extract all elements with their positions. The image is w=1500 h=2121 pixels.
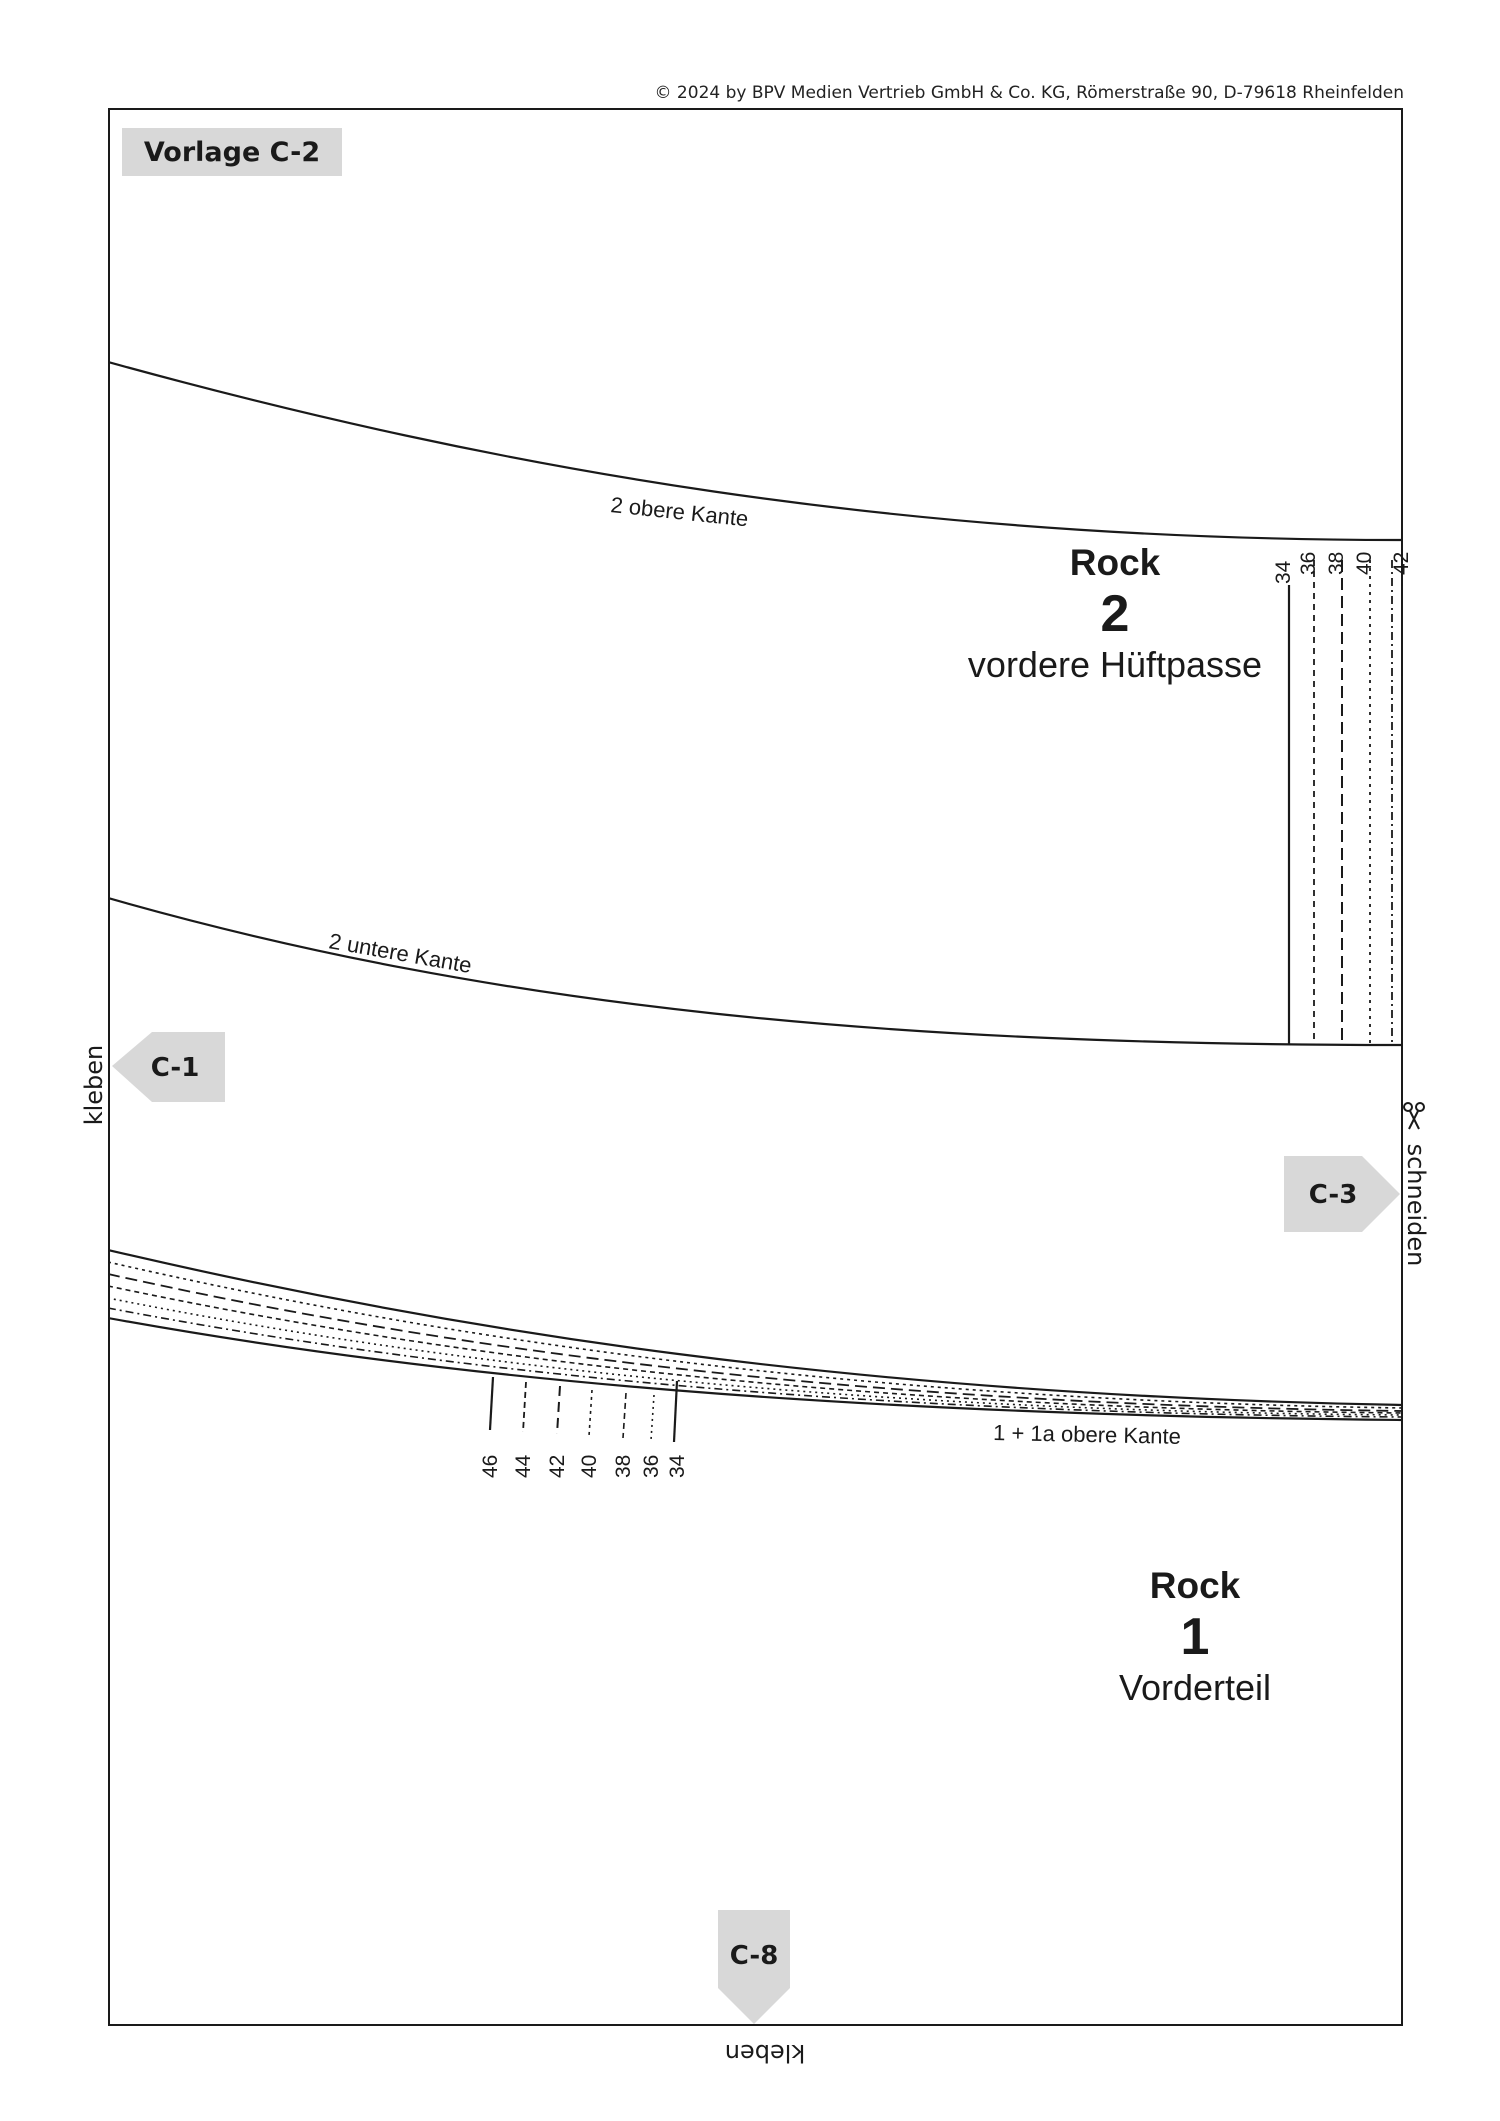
connector-bottom-label: C-8 — [730, 1941, 779, 1971]
size-label: 42 — [546, 1455, 569, 1478]
rock2-size-labels: 34 36 38 40 42 — [1272, 552, 1413, 584]
top-edge-label: 2 obere Kante — [609, 492, 749, 531]
copyright-notice: © 2024 by BPV Medien Vertrieb GmbH & Co.… — [654, 83, 1404, 103]
rock2-bottom-edge — [109, 897, 1402, 1047]
size-label: 36 — [1297, 552, 1320, 575]
cut-right-label: schneiden — [1402, 1144, 1430, 1267]
rock1-title: Rock 1 Vorderteil — [1075, 1565, 1315, 1709]
size-label: 38 — [1325, 552, 1348, 575]
connector-right: C-3 — [1284, 1156, 1400, 1232]
size-label: 42 — [1390, 552, 1413, 575]
size-label: 44 — [512, 1454, 535, 1478]
rock1-size-ticks — [488, 1376, 679, 1443]
sheet-label: Vorlage C-2 — [122, 128, 342, 176]
scissors-icon — [1403, 1102, 1425, 1130]
size-label: 36 — [640, 1455, 663, 1478]
rock2-size-lines — [1287, 560, 1393, 1045]
connector-left-label: C-1 — [151, 1053, 200, 1083]
size-label: 40 — [578, 1455, 601, 1478]
bottom-edge-label: 2 untere Kante — [327, 928, 473, 978]
connector-right-label: C-3 — [1309, 1180, 1358, 1210]
pattern-frame — [108, 108, 1403, 2026]
size-label: 34 — [666, 1454, 689, 1478]
rock1-size-labels: 46 44 42 40 38 36 34 — [479, 1454, 689, 1478]
size-label: 34 — [1272, 560, 1295, 584]
rock1-subtitle: Vorderteil — [1118, 1667, 1272, 1708]
glue-bottom-label: kleben — [725, 2039, 806, 2067]
rock1-name: Rock — [1149, 1565, 1241, 1606]
connector-bottom: C-8 — [718, 1910, 790, 2024]
rock2-subtitle: vordere Hüftpasse — [967, 644, 1263, 685]
rock1-number: 1 — [1180, 1608, 1210, 1666]
rock1-edge-label: 1 + 1a obere Kante — [993, 1420, 1181, 1449]
size-label: 46 — [479, 1455, 502, 1478]
connector-left: C-1 — [112, 1032, 225, 1102]
rock2-name: Rock — [1069, 542, 1161, 583]
size-label: 38 — [612, 1455, 635, 1478]
rock1-edge-band — [109, 1249, 1402, 1422]
rock2-title: Rock 2 vordere Hüftpasse — [945, 542, 1285, 686]
glue-left-label: kleben — [80, 1045, 108, 1126]
rock2-top-edge — [109, 361, 1402, 542]
rock2-number: 2 — [1100, 585, 1130, 643]
size-label: 40 — [1353, 552, 1376, 575]
